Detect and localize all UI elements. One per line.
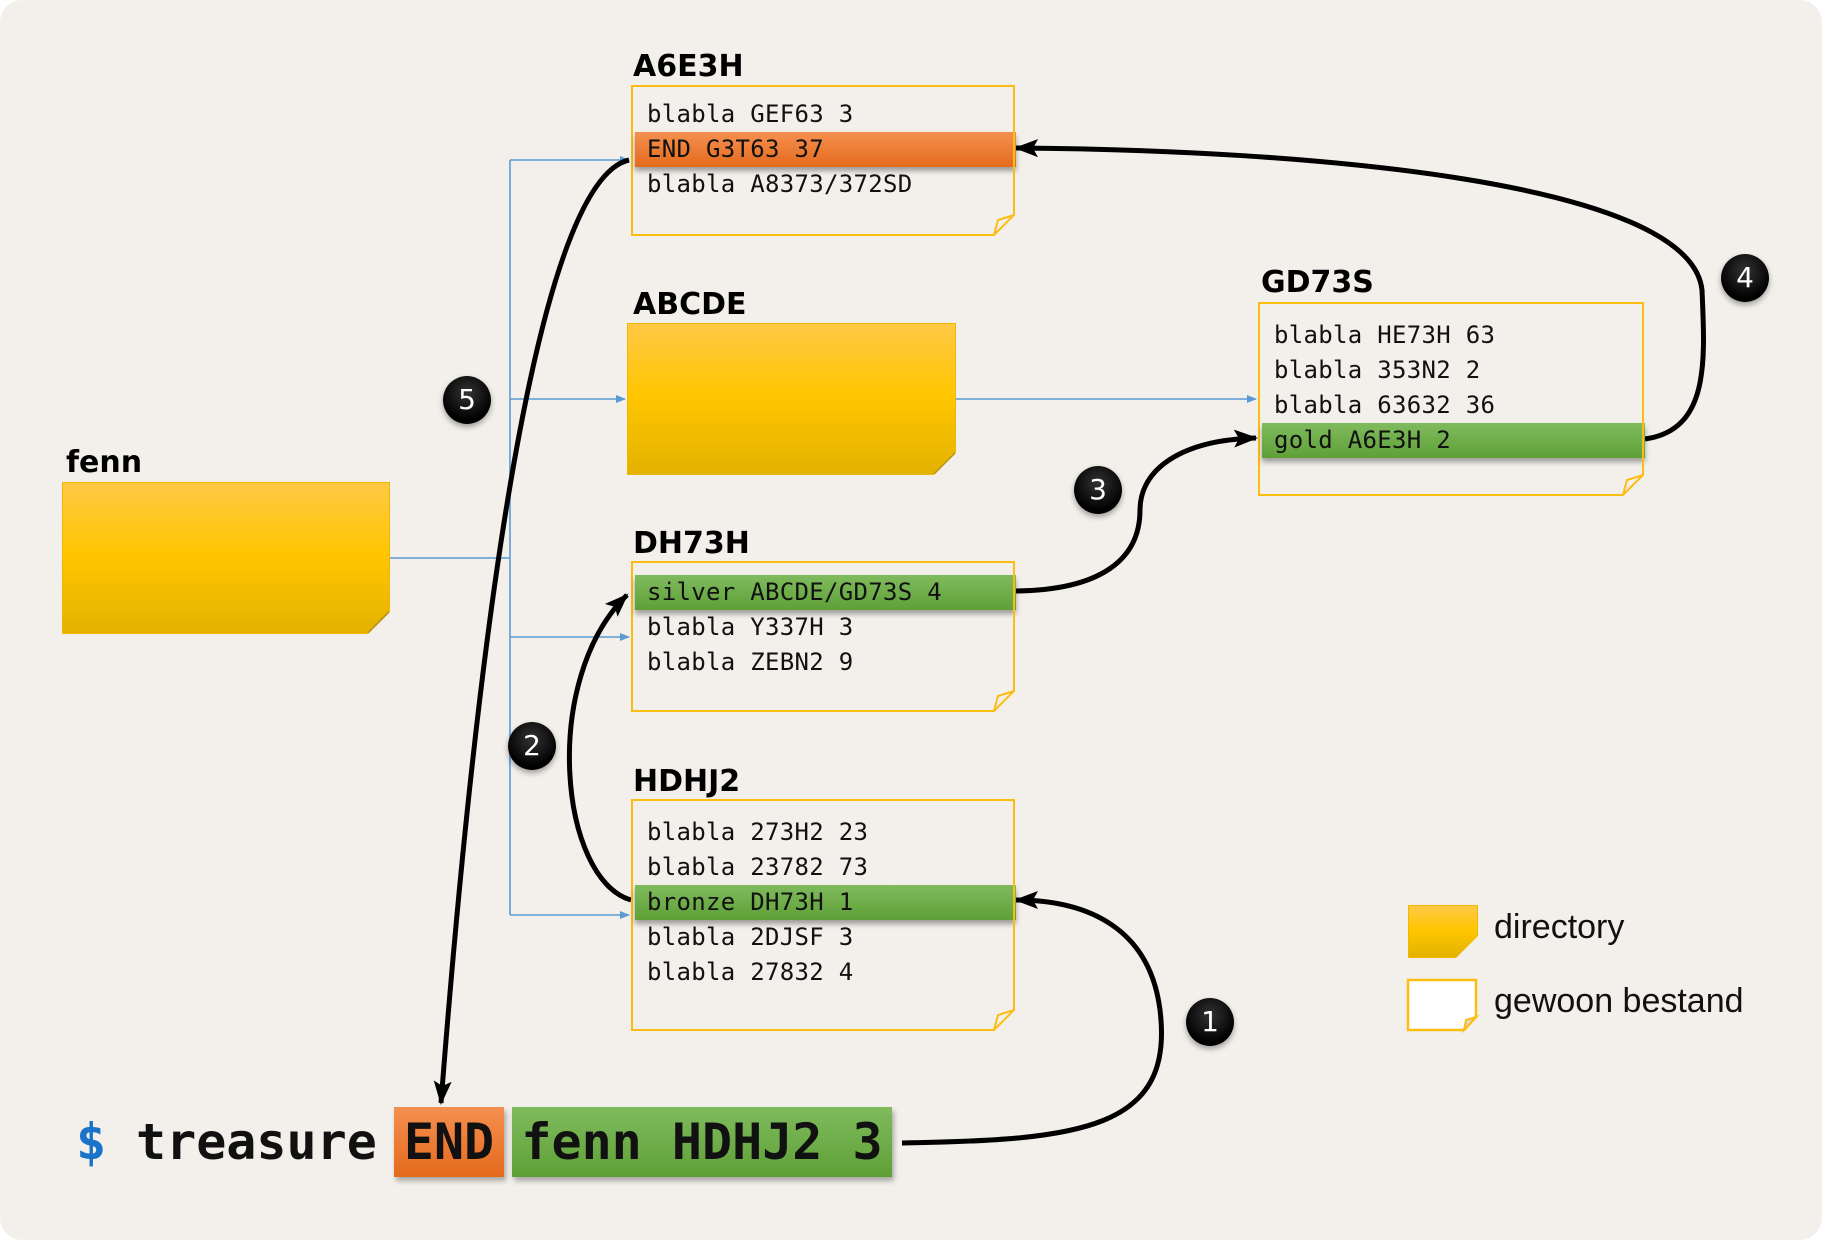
file-row: blabla 353N2 2 <box>1274 356 1481 384</box>
file-edge <box>631 85 1015 236</box>
file-row-silver: silver ABCDE/GD73S 4 <box>647 578 942 606</box>
highlight-end-row <box>635 132 1016 167</box>
step-arrow-3 <box>1015 429 1258 594</box>
file-label-a6e3h: A6E3H <box>633 49 744 84</box>
step-arrow-2 <box>566 593 632 903</box>
command-program: treasure <box>136 1113 377 1171</box>
file-row: blabla 2DJSF 3 <box>647 923 854 951</box>
legend-label-directory: directory <box>1494 908 1625 946</box>
file-gd73s[interactable]: blabla HE73H 63 blabla 353N2 2 blabla 63… <box>1258 302 1645 495</box>
highlight-gold-row <box>1262 423 1645 458</box>
file-row: blabla ZEBN2 9 <box>647 648 854 676</box>
file-corner-fold <box>993 214 1015 236</box>
step-badge-3: 3 <box>1074 466 1122 514</box>
prompt-symbol: $ <box>76 1113 107 1171</box>
file-row-end: END G3T63 37 <box>647 135 824 163</box>
file-corner-fold <box>993 1009 1015 1031</box>
tree-lines <box>388 156 1257 919</box>
folder-label-fenn: fenn <box>66 445 143 480</box>
step-arrow-4 <box>1014 139 1706 442</box>
step-badge-4: 4 <box>1721 254 1769 302</box>
file-corner-fold <box>1622 474 1644 496</box>
file-row: blabla Y337H 3 <box>647 613 854 641</box>
step-arrow-5 <box>433 157 630 1105</box>
folder-fenn[interactable] <box>62 482 390 634</box>
folder-abcde[interactable] <box>627 323 956 475</box>
file-row: blabla GEF63 3 <box>647 100 854 128</box>
file-row: blabla A8373/372SD <box>647 170 913 198</box>
step-arrow-1 <box>901 891 1164 1146</box>
legend-label-file: gewoon bestand <box>1494 982 1744 1020</box>
file-dh73h[interactable]: silver ABCDE/GD73S 4 blabla Y337H 3 blab… <box>631 561 1016 711</box>
folder-label-abcde: ABCDE <box>633 287 747 322</box>
file-row: blabla 27832 4 <box>647 958 854 986</box>
highlight-silver-row <box>635 575 1016 610</box>
step-badge-1: 1 <box>1186 998 1234 1046</box>
file-hdhj2[interactable]: blabla 273H2 23 blabla 23782 73 bronze D… <box>631 799 1016 1030</box>
file-edge <box>631 799 1015 1031</box>
file-corner-fold <box>993 690 1015 712</box>
file-label-gd73s: GD73S <box>1261 265 1374 300</box>
file-edge <box>631 561 1015 712</box>
file-row: blabla HE73H 63 <box>1274 321 1496 349</box>
file-label-dh73h: DH73H <box>633 526 750 561</box>
file-label-hdhj2: HDHJ2 <box>633 764 741 799</box>
command-end-arg: END <box>394 1107 504 1177</box>
file-row: blabla 273H2 23 <box>647 818 869 846</box>
command-args: fenn HDHJ2 3 <box>512 1107 892 1177</box>
file-row-bronze: bronze DH73H 1 <box>647 888 854 916</box>
file-row-gold: gold A6E3H 2 <box>1274 426 1451 454</box>
step-badge-5: 5 <box>443 376 491 424</box>
step-badge-2: 2 <box>508 722 556 770</box>
highlight-bronze-row <box>635 885 1016 920</box>
file-a6e3h[interactable]: blabla GEF63 3 END G3T63 37 blabla A8373… <box>631 85 1016 235</box>
file-row: blabla 63632 36 <box>1274 391 1496 419</box>
file-edge <box>1258 302 1644 496</box>
file-row: blabla 23782 73 <box>647 853 869 881</box>
